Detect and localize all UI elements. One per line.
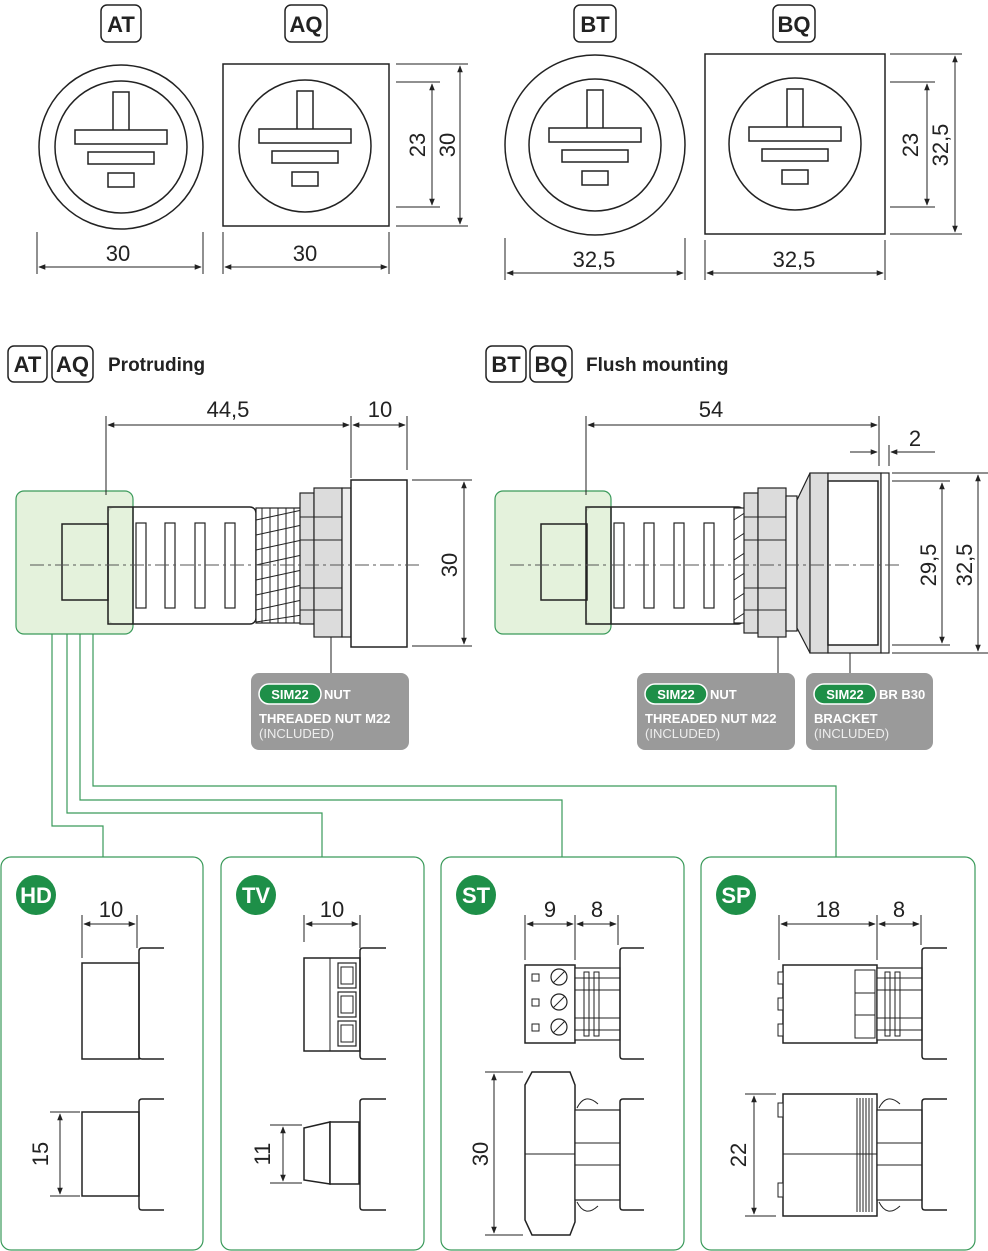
code-bt: BT bbox=[580, 12, 610, 37]
dim-hd-width: 10 bbox=[99, 897, 123, 922]
view-bt: BT 32,5 bbox=[504, 4, 686, 280]
nut-badge-flush: SIM22 NUT THREADED NUT M22 (INCLUDED) bbox=[637, 673, 795, 750]
dim-st-width-1: 9 bbox=[544, 897, 556, 922]
side-view-flush: 54 2 29,5 32,5 SIM22 NUT THREADED NUT M2… bbox=[494, 397, 988, 750]
code-aq-2: AQ bbox=[56, 352, 89, 377]
panel-code-st: ST bbox=[462, 883, 491, 908]
dim-tv-height: 11 bbox=[250, 1143, 275, 1166]
code-at-2: AT bbox=[14, 352, 42, 377]
badge-pill: SIM22 bbox=[271, 687, 309, 702]
panel-tv: TV 10 11 bbox=[220, 856, 425, 1251]
dim-bq-inner: 23 bbox=[898, 133, 923, 157]
dim-protruding-length: 44,5 bbox=[207, 397, 250, 422]
dim-aq-inner: 23 bbox=[405, 133, 430, 157]
code-bq-2: BQ bbox=[535, 352, 568, 377]
dim-hd-height: 15 bbox=[28, 1142, 53, 1166]
side-view-protruding: 44,5 10 30 SIM22 NUT THREADED NUT M22 (I… bbox=[15, 397, 472, 750]
badge-line1: THREADED NUT M22 bbox=[645, 711, 776, 726]
dim-aq-outer: 30 bbox=[435, 133, 460, 157]
view-aq: AQ 30 23 30 bbox=[222, 4, 468, 274]
badge-line2: (INCLUDED) bbox=[259, 726, 334, 741]
section-title-flush: Flush mounting bbox=[586, 355, 728, 376]
code-bt-2: BT bbox=[491, 352, 521, 377]
dim-sp-width-1: 18 bbox=[816, 897, 840, 922]
code-box-bq bbox=[772, 4, 816, 43]
header-flush: BT BQ Flush mounting bbox=[485, 345, 728, 383]
badge-line2: (INCLUDED) bbox=[814, 726, 889, 741]
dim-bt-width: 32,5 bbox=[573, 247, 616, 272]
panel-st: ST 9 8 30 bbox=[440, 856, 685, 1251]
view-bq: BQ 32,5 23 32,5 bbox=[704, 4, 962, 280]
connector-lines bbox=[51, 634, 837, 857]
code-at: AT bbox=[107, 12, 135, 37]
code-box-at bbox=[100, 4, 142, 43]
badge-line2: (INCLUDED) bbox=[645, 726, 720, 741]
section-title-protruding: Protruding bbox=[108, 355, 205, 376]
dim-protruding-head: 10 bbox=[368, 397, 392, 422]
dim-tv-width: 10 bbox=[320, 897, 344, 922]
badge-pill: SIM22 bbox=[657, 687, 695, 702]
badge-code: BR B30 bbox=[879, 687, 925, 702]
badge-line1: BRACKET bbox=[814, 711, 878, 726]
panel-hd: HD 10 15 bbox=[0, 856, 204, 1251]
dim-flush-inner-height: 29,5 bbox=[916, 544, 941, 587]
dim-flush-outer-height: 32,5 bbox=[952, 544, 977, 587]
code-aq: AQ bbox=[290, 12, 323, 37]
dim-sp-height: 22 bbox=[726, 1143, 751, 1167]
dim-st-width-2: 8 bbox=[591, 897, 603, 922]
panel-sp: SP 18 8 bbox=[700, 856, 976, 1251]
code-box-aq bbox=[284, 4, 328, 43]
panel-code-tv: TV bbox=[242, 883, 270, 908]
badge-line1: THREADED NUT M22 bbox=[259, 711, 390, 726]
dim-sp-width-2: 8 bbox=[893, 897, 905, 922]
dim-flush-gap: 2 bbox=[909, 426, 921, 451]
dim-aq-width: 30 bbox=[293, 241, 317, 266]
badge-code: NUT bbox=[324, 687, 351, 702]
terminal-highlight bbox=[15, 490, 134, 635]
terminal-highlight-flush bbox=[494, 490, 612, 635]
badge-code: NUT bbox=[710, 687, 737, 702]
panel-code-sp: SP bbox=[721, 883, 750, 908]
code-box-bt bbox=[573, 4, 617, 43]
dim-bq-outer: 32,5 bbox=[928, 124, 953, 167]
nut-badge-protruding: SIM22 NUT THREADED NUT M22 (INCLUDED) bbox=[251, 673, 409, 750]
dim-protruding-height: 30 bbox=[437, 553, 462, 577]
badge-pill: SIM22 bbox=[826, 687, 864, 702]
dim-at-width: 30 bbox=[106, 241, 130, 266]
dim-flush-length: 54 bbox=[699, 397, 723, 422]
bracket-badge-flush: SIM22 BR B30 BRACKET (INCLUDED) bbox=[806, 673, 933, 750]
code-bq: BQ bbox=[778, 12, 811, 37]
dim-st-height: 30 bbox=[468, 1142, 493, 1166]
header-protruding: AT AQ Protruding bbox=[7, 345, 205, 383]
view-at: AT 30 bbox=[36, 4, 204, 274]
panel-code-hd: HD bbox=[20, 883, 52, 908]
dim-bq-width: 32,5 bbox=[773, 247, 816, 272]
